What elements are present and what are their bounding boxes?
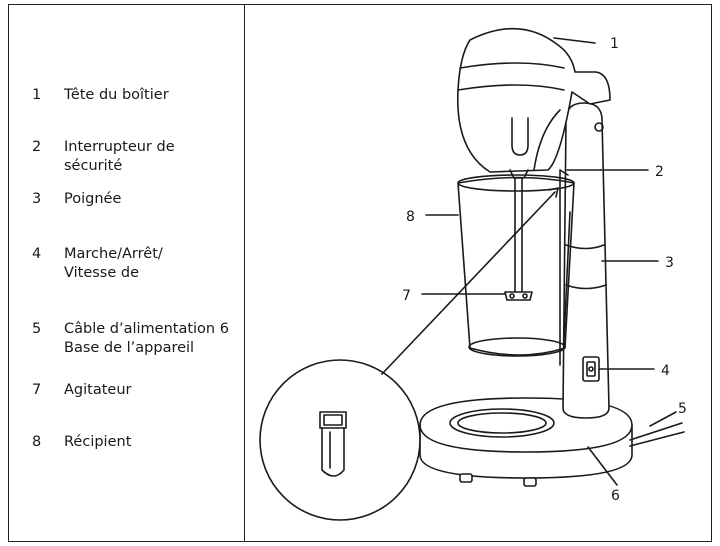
legend-number: 1: [32, 87, 42, 103]
legend-number: 8: [32, 434, 42, 450]
legend-number: 2: [32, 139, 42, 155]
callout-6: 6: [611, 488, 620, 504]
legend-text: Récipient: [64, 434, 132, 450]
legend-text: Interrupteur de sécurité: [64, 139, 175, 174]
legend-text: Câble d’alimentation 6 Base de l’apparei…: [64, 321, 229, 356]
detail-magnifier: [259, 359, 421, 521]
handle-column: [562, 102, 610, 419]
callout-4: 4: [661, 363, 670, 379]
mixer-head: [456, 27, 611, 173]
milkshake-mixer-diagram: 1 2 3 4 5 6 7 8: [259, 27, 687, 521]
callout-7: 7: [402, 288, 411, 304]
power-switch: [582, 356, 600, 382]
column-divider: [244, 4, 246, 542]
container-cup: [457, 176, 575, 356]
table-frame: [8, 4, 712, 542]
callout-1: 1: [610, 36, 619, 52]
legend-number: 4: [32, 246, 42, 262]
callout-2: 2: [655, 164, 664, 180]
legend-text: Marche/Arrêt/ Vitesse de: [64, 246, 163, 281]
callout-3: 3: [665, 255, 674, 271]
agitator: [514, 177, 523, 293]
legend-number: 5: [32, 321, 42, 337]
legend-text: Poignée: [64, 191, 122, 207]
callout-8: 8: [406, 209, 415, 225]
base-cup-recess: [449, 408, 555, 438]
callout-5: 5: [678, 401, 687, 417]
power-cable: [629, 422, 685, 447]
legend-number: 7: [32, 382, 42, 398]
legend-number: 3: [32, 191, 42, 207]
legend-text: Agitateur: [64, 382, 132, 398]
legend-text: Tête du boîtier: [64, 87, 169, 103]
